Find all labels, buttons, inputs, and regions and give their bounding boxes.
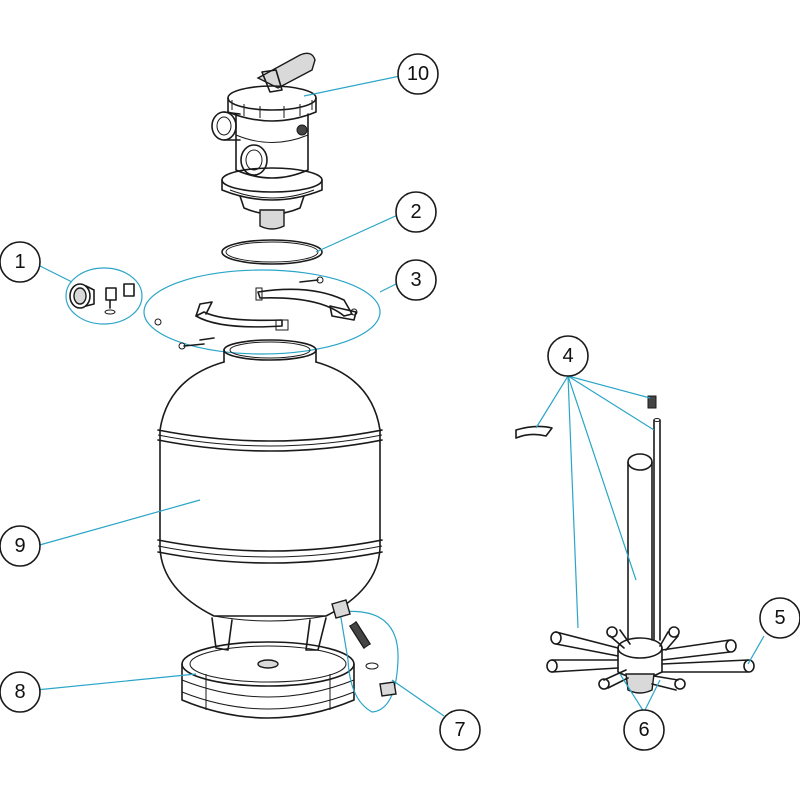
callout-6: 6 (623, 709, 665, 751)
callout-8-label: 8 (14, 681, 25, 703)
lateral-assembly (515, 395, 755, 694)
callout-7-label: 7 (454, 719, 465, 741)
callout-3-label: 3 (410, 269, 421, 291)
callout-2-label: 2 (410, 201, 421, 223)
gauge-group-outline (65, 267, 143, 325)
clamp-group-outline (143, 269, 381, 355)
callout-5: 5 (759, 597, 800, 639)
callout-10: 10 (397, 53, 439, 95)
filter-tank (157, 339, 383, 622)
callout-9: 9 (0, 525, 41, 567)
callout-5-label: 5 (774, 607, 785, 629)
callout-2: 2 (395, 191, 437, 233)
o-ring (221, 239, 323, 265)
callout-8: 8 (0, 671, 41, 713)
callout-9-label: 9 (14, 535, 25, 557)
leader-lines (35, 75, 765, 717)
tank-base (181, 617, 355, 719)
pressure-gauge-group (65, 267, 143, 325)
clamp-assembly (143, 269, 381, 355)
callout-10-label: 10 (407, 63, 429, 85)
drain-group-outline (339, 610, 399, 713)
callout-1: 1 (0, 241, 41, 283)
callout-6-label: 6 (638, 719, 649, 741)
callout-7: 7 (439, 709, 481, 751)
drain-plug-group (331, 599, 399, 713)
callout-1-label: 1 (14, 251, 25, 273)
multiport-valve (211, 52, 323, 230)
callout-4: 4 (547, 335, 589, 377)
callout-4-label: 4 (562, 345, 573, 367)
callout-3: 3 (395, 259, 437, 301)
